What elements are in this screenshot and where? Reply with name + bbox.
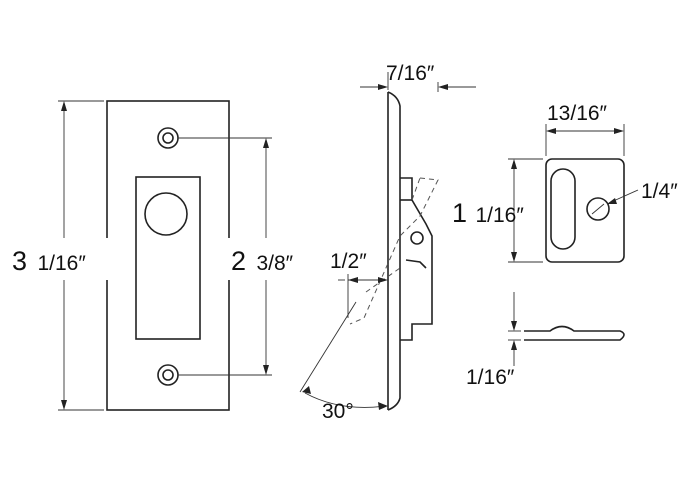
hole-spacing-fraction: 3/8″ — [256, 252, 293, 275]
svg-text:2 3/8″: 2 3/8″ — [231, 246, 294, 276]
front-view — [58, 100, 272, 411]
pull-swing-dashed — [349, 177, 439, 325]
depth-dimension-label: 7/16″ — [386, 62, 435, 85]
top-screw-hole-inner — [162, 132, 174, 144]
pull-height-fraction: 1/16″ — [475, 204, 524, 227]
side-body — [400, 177, 433, 341]
overall-height-whole: 3 — [12, 246, 27, 276]
pull-width-label: 13/16″ — [547, 102, 608, 125]
side-view — [299, 72, 476, 411]
top-screw-hole — [157, 127, 179, 149]
thickness-label: 1/16″ — [466, 366, 515, 389]
svg-text:1 1/16″: 1 1/16″ — [452, 198, 524, 228]
bottom-screw-hole-inner — [162, 369, 174, 381]
side-faceplate — [387, 91, 401, 411]
pull-button — [144, 192, 188, 236]
pull-slot — [550, 168, 576, 250]
pull-projection-label: 1/2″ — [330, 250, 367, 273]
detail-view — [508, 124, 639, 366]
svg-text:3 1/16″: 3 1/16″ — [12, 246, 86, 276]
finger-recess — [135, 176, 201, 340]
hole-diameter-label: 1/4″ — [641, 180, 678, 203]
pivot-hole — [410, 231, 424, 245]
hole-spacing-whole: 2 — [231, 246, 246, 276]
overall-height-fraction: 1/16″ — [37, 252, 86, 275]
bottom-screw-hole — [157, 364, 179, 386]
angle-label: 30° — [322, 400, 354, 423]
pull-height-whole: 1 — [452, 198, 467, 228]
pull-profile — [524, 325, 625, 341]
pull-plate — [545, 158, 625, 263]
pull-hole — [586, 197, 610, 221]
